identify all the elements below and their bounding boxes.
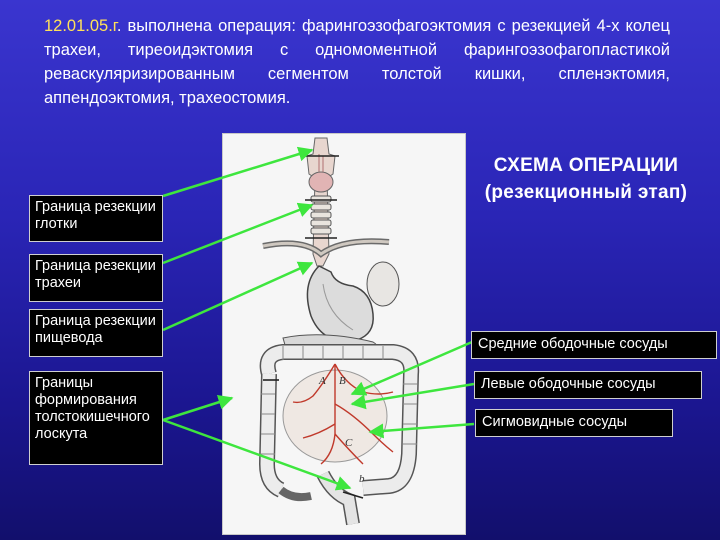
label-sigmoid-vessels: Сигмовидные сосуды [475,409,673,437]
label-sigmoid-vessels-text: Сигмовидные сосуды [482,414,628,430]
header-description: . выполнена операция: фарингоэзофагоэкто… [44,17,670,107]
label-esophagus-resection: Граница резекции пищевода [29,309,163,357]
label-trachea-resection: Граница резекции трахеи [29,254,163,302]
header-text: 12.01.05.г. выполнена операция: фарингоэ… [44,14,670,110]
arrow-colon-2 [162,418,352,491]
label-trachea-resection-text: Граница резекции трахеи [35,258,156,291]
arrow-esophagus [162,261,314,332]
mark-c: C [345,437,353,449]
arrow-middle-colic [350,340,473,396]
arrow-sigmoid [368,422,475,439]
label-pharynx-resection: Граница резекции глотки [29,195,163,242]
label-esophagus-resection-text: Граница резекции пищевода [35,313,156,346]
mark-b: B [339,375,346,387]
label-colon-flap-borders-text: Границы формирования толстокишечного лос… [35,375,150,442]
arrow-colon-1 [162,394,234,422]
label-left-colic-vessels-text: Левые ободочные сосуды [481,376,656,392]
label-pharynx-resection-text: Граница резекции глотки [35,199,156,232]
scheme-title: СХЕМА ОПЕРАЦИИ (резекционный этап) [450,152,720,206]
label-middle-colic-vessels: Средние ободочные сосуды [471,331,717,359]
mark-a: A [318,375,326,387]
anatomy-illustration: A B C b [258,137,420,526]
arrow-pharynx [162,146,314,198]
scheme-title-line1: СХЕМА ОПЕРАЦИИ [493,155,679,176]
label-colon-flap-borders: Границы формирования толстокишечного лос… [29,371,163,465]
arrow-trachea [162,202,314,265]
label-left-colic-vessels: Левые ободочные сосуды [474,371,702,399]
mark-b-lower: b [359,473,365,485]
header-date: 12.01.05.г [44,17,117,35]
label-middle-colic-vessels-text: Средние ободочные сосуды [478,336,668,352]
anatomy-diagram: A B C b [222,133,466,535]
scheme-title-line2: (резекционный этап) [484,182,688,203]
arrow-left-colic [350,382,475,410]
